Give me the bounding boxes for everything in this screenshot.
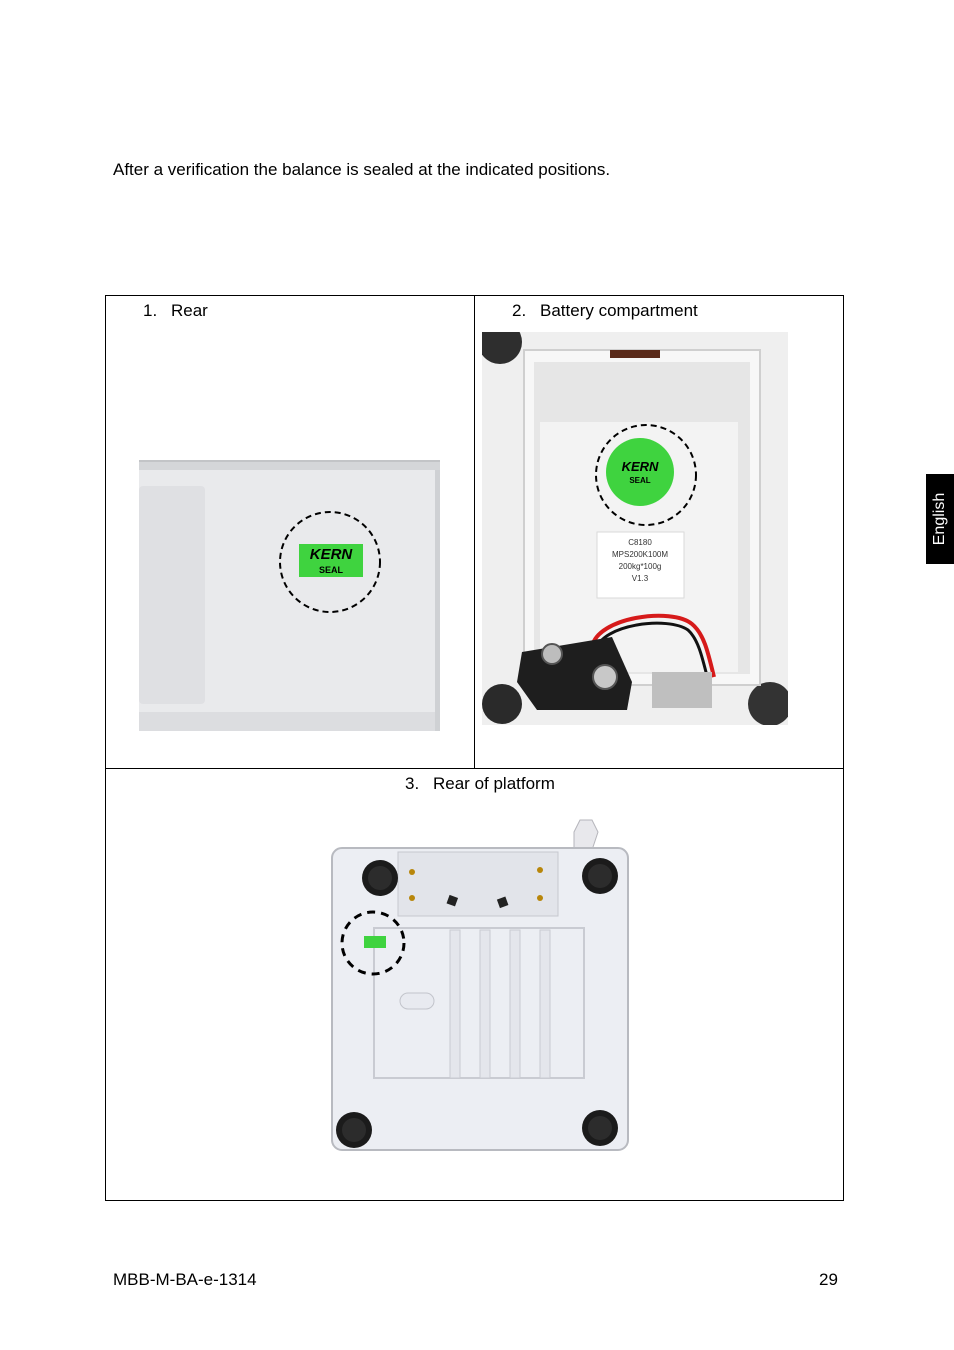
svg-text:KERN: KERN <box>310 546 354 563</box>
rear-photo: KERN SEAL <box>139 460 440 731</box>
cell-caption-platform: 3.Rear of platform <box>405 774 555 793</box>
footer-page-number: 29 <box>819 1270 838 1289</box>
kern-seal-sticker: KERN SEAL <box>299 544 363 577</box>
table-divider-horizontal <box>105 768 844 769</box>
svg-text:MPS200K100M: MPS200K100M <box>612 550 668 559</box>
cell-caption-battery: 2.Battery compartment <box>512 301 698 320</box>
svg-text:SEAL: SEAL <box>629 476 650 485</box>
language-tab-label: English <box>931 492 949 546</box>
table-divider-vertical <box>474 295 475 769</box>
battery-spec-label: C8180 MPS200K100M 200kg*100g V1.3 <box>612 538 668 583</box>
battery-compartment-photo: KERN SEAL C8180 MPS200K100M 200kg*100g V… <box>482 332 788 725</box>
svg-text:KERN: KERN <box>622 459 659 474</box>
intro-paragraph: After a verification the balance is seal… <box>113 160 611 179</box>
cell-caption-rear: 1.Rear <box>143 301 208 320</box>
platform-seal-sticker <box>364 936 386 948</box>
platform-underside-photo <box>330 818 630 1152</box>
svg-text:SEAL: SEAL <box>319 565 344 575</box>
svg-text:C8180: C8180 <box>628 538 652 547</box>
svg-text:200kg*100g: 200kg*100g <box>619 562 662 571</box>
footer-doc-code: MBB-M-BA-e-1314 <box>113 1270 257 1289</box>
kern-seal-sticker: KERN SEAL <box>606 438 674 506</box>
svg-text:V1.3: V1.3 <box>632 574 649 583</box>
language-tab: English <box>926 474 954 564</box>
